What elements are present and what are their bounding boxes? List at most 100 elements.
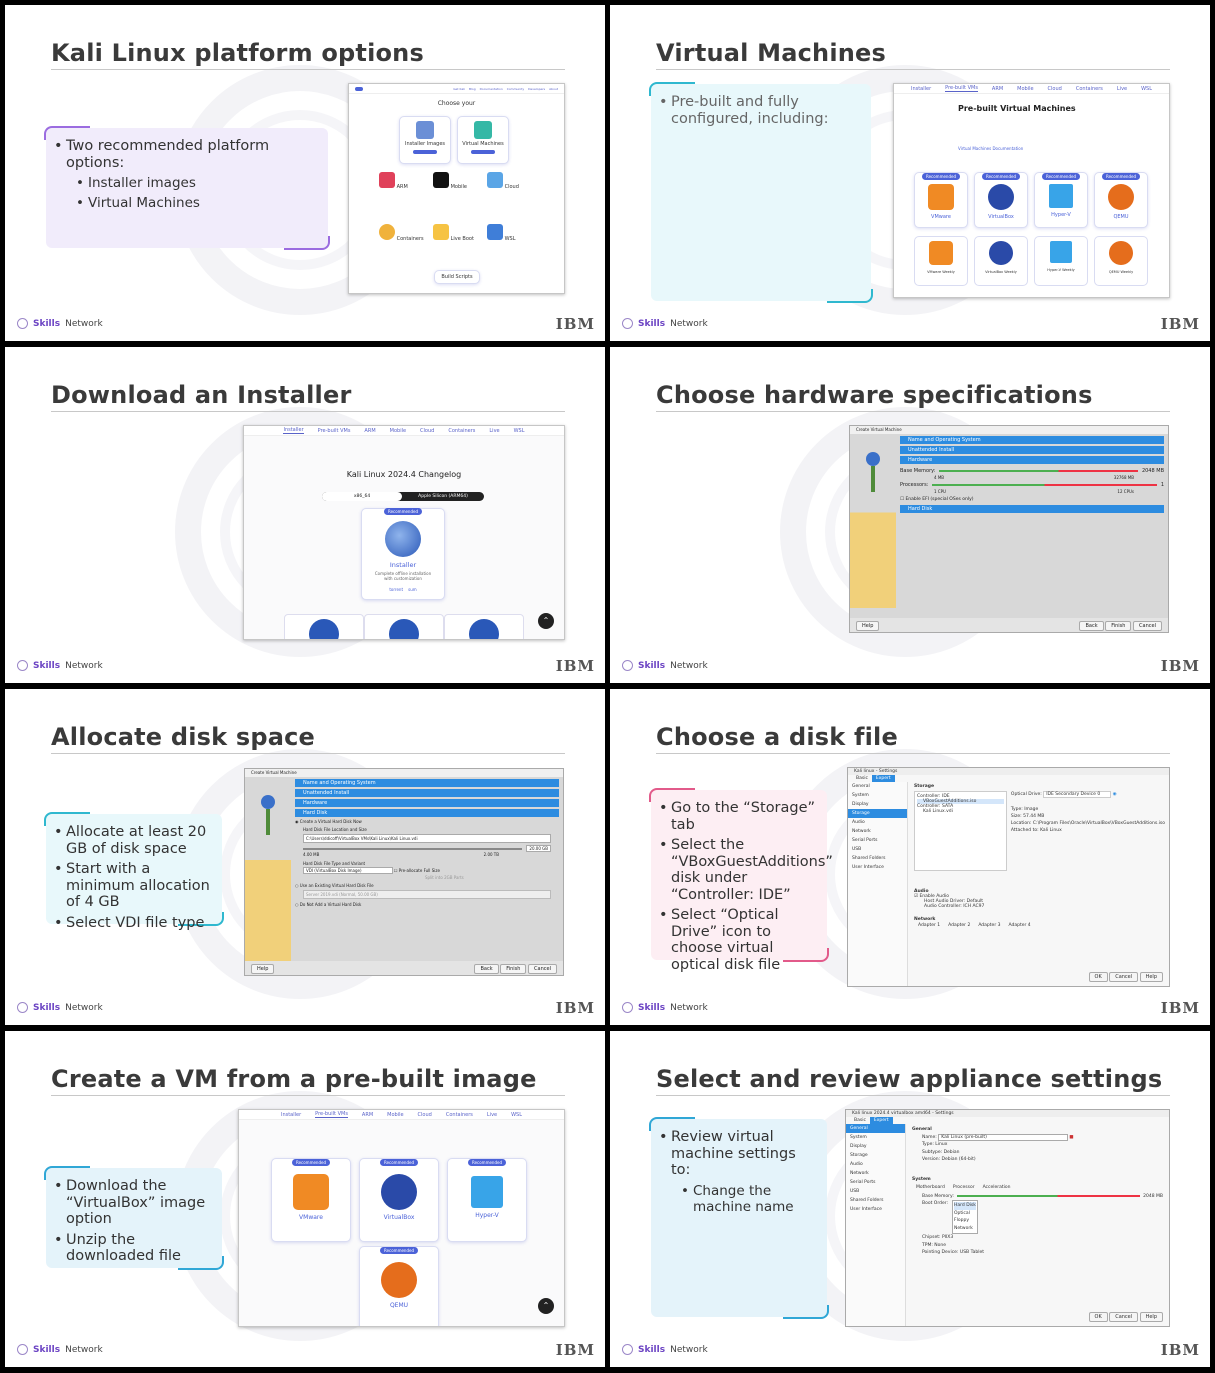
section-name-os[interactable]: Name and Operating System [295,779,559,787]
nav-link[interactable]: Cloud [1047,85,1062,92]
section-hard-disk[interactable]: Hard Disk [295,809,559,817]
prealloc-checkbox[interactable]: Pre-allocate Full Size [398,868,440,873]
nav-link[interactable]: Installer [283,427,304,434]
nav-link[interactable]: Cloud [420,427,435,434]
size-input[interactable]: 20.00 GB [526,845,551,852]
side-ui[interactable]: User Interface [852,865,884,870]
nav-link[interactable]: Containers [1075,85,1103,92]
optical-drive-select[interactable]: IDE Secondary Device 0 [1043,791,1112,798]
finish-button[interactable]: Finish [1105,621,1132,631]
file-type-select[interactable]: VDI (VirtualBox Disk Image) [303,867,393,874]
card-arm[interactable]: ARM [379,172,429,212]
cancel-button[interactable]: Cancel [1109,972,1139,982]
tab-expert[interactable]: Expert [869,1117,893,1124]
help-button[interactable]: Help [251,964,275,974]
arch-toggle[interactable]: x86_64 Apple Silicon (ARM64) [322,492,484,501]
no-disk-radio[interactable]: ○ Do Not Add a Virtual Hard Disk [295,902,362,907]
scroll-top-icon[interactable]: ⌃ [538,613,554,629]
nav-link[interactable]: About [549,86,558,91]
section-hardware[interactable]: Hardware [295,799,559,807]
help-button[interactable]: Help [1139,972,1163,982]
nav-link[interactable]: Mobile [1017,85,1034,92]
card-virtual-machines[interactable]: Virtual Machines [457,116,509,164]
side-display[interactable]: Display [852,802,869,807]
card-mobile[interactable]: Mobile [433,172,483,212]
cancel-button[interactable]: Cancel [1109,1312,1139,1322]
tree-item[interactable]: Controller: SATA [917,804,954,809]
nav-link[interactable]: Installer [910,85,932,92]
section-unattended[interactable]: Unattended Install [900,446,1164,454]
nav-link[interactable]: Installer [280,1111,302,1118]
side-audio[interactable]: Audio [852,820,865,825]
tab-adapter[interactable]: Adapter 3 [978,923,1001,928]
tab-adapter[interactable]: Adapter 2 [948,923,971,928]
section-hard-disk[interactable]: Hard Disk [900,505,1164,513]
side-display[interactable]: Display [850,1144,867,1149]
side-usb[interactable]: USB [850,1189,860,1194]
nav-link[interactable]: Cloud [417,1111,432,1118]
chipset-select[interactable]: PIIX3 [941,1235,954,1240]
card-cloud[interactable]: Cloud [487,172,537,212]
boot-item[interactable]: Floppy [954,1218,969,1223]
changelog-heading[interactable]: Kali Linux 2024.4 Changelog [346,470,462,479]
enable-audio-checkbox[interactable]: ☑ Enable Audio [914,894,950,899]
card-installer[interactable]: Recommended Installer Complete offline i… [361,508,445,600]
nav-link[interactable]: WSL [511,1111,523,1118]
nav-link[interactable]: Mobile [389,427,407,434]
host-driver-select[interactable]: Default [966,899,984,904]
side-general[interactable]: General [852,784,870,789]
tree-item[interactable]: Controller: IDE [917,794,950,799]
boot-item[interactable]: Optical [954,1210,970,1216]
nav-link[interactable]: Live [1116,85,1128,92]
tab-processor[interactable]: Processor [952,1185,975,1190]
cpu-value[interactable]: 1 [1160,481,1164,488]
nav-link[interactable]: WSL [1141,85,1153,92]
back-button[interactable]: Back [1079,621,1104,631]
create-new-radio[interactable]: ◉ Create a Virtual Hard Disk Now [295,819,362,824]
nav-link[interactable]: Live [486,1111,498,1118]
audio-controller-select[interactable]: ICH AC97 [963,904,985,909]
side-ui[interactable]: User Interface [850,1207,882,1212]
nav-link[interactable]: ARM [364,427,376,434]
card-live-boot[interactable]: Live Boot [433,224,483,264]
side-shared[interactable]: Shared Folders [850,1198,884,1203]
tab-motherboard[interactable]: Motherboard [916,1185,945,1190]
nav-link[interactable]: Containers [448,427,476,434]
nav-link[interactable]: Blog [468,86,476,91]
nav-link[interactable]: Pre-built VMs [315,1111,348,1118]
ok-button[interactable]: OK [1088,1312,1108,1322]
tpm-select[interactable]: None [934,1242,947,1248]
subtype-select[interactable]: Debian [943,1149,960,1155]
version-select[interactable]: Debian (64-bit) [941,1157,976,1162]
section-hardware[interactable]: Hardware [900,456,1164,464]
ok-button[interactable]: OK [1088,972,1108,982]
card-wsl[interactable]: WSL [487,224,537,264]
cancel-button[interactable]: Cancel [1133,621,1162,631]
side-system[interactable]: System [852,793,869,798]
back-button[interactable]: Back [474,964,499,974]
nav-link[interactable]: Mobile [387,1111,404,1118]
side-audio[interactable]: Audio [850,1162,863,1167]
card-vmware-weekly[interactable]: VMware Weekly [914,236,968,286]
side-general[interactable]: General [846,1124,905,1133]
type-select[interactable]: Linux [935,1142,948,1147]
nav-link[interactable]: Pre-built VMs [945,85,978,92]
side-network[interactable]: Network [852,829,871,834]
card-qemu-weekly[interactable]: QEMU Weekly [1094,236,1148,286]
build-scripts-button[interactable]: Build Scripts [434,270,480,284]
nav-link[interactable]: Developers [528,86,546,91]
scroll-top-icon[interactable]: ⌃ [538,1298,554,1314]
side-system[interactable]: System [850,1135,867,1140]
use-existing-radio[interactable]: ○ Use an Existing Virtual Hard Disk File [295,883,374,888]
side-shared[interactable]: Shared Folders [852,856,886,861]
card-virtualbox-weekly[interactable]: VirtualBox Weekly [974,236,1028,286]
memory-value[interactable]: 2048 MB [1141,467,1164,474]
tree-item-selected[interactable]: VBoxGuestAdditions.iso [917,799,1004,804]
disk-path-input[interactable]: C:\Users\ddicoff\VirtualBox VMs\Kali Lin… [303,834,551,843]
section-unattended[interactable]: Unattended Install [295,789,559,797]
